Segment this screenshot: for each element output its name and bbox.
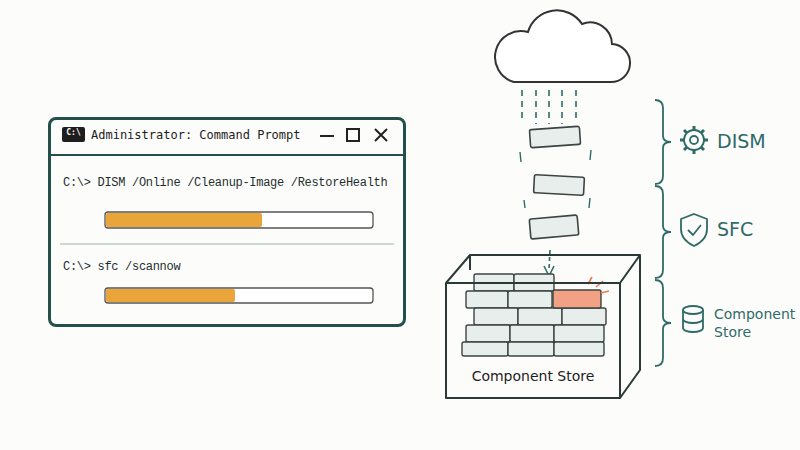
command-line: C:\> sfc /scannow bbox=[63, 260, 403, 274]
brick bbox=[554, 342, 604, 356]
command-line: C:\> DISM /Online /Cleanup-Image /Restor… bbox=[63, 176, 403, 190]
brick bbox=[529, 215, 579, 239]
separator-line bbox=[60, 243, 394, 244]
brick bbox=[508, 342, 554, 356]
download-streaks bbox=[522, 90, 576, 124]
motion-tick bbox=[524, 200, 525, 208]
shield-outline bbox=[681, 214, 707, 246]
database-body bbox=[683, 310, 703, 332]
box-outline bbox=[446, 255, 640, 398]
brick bbox=[529, 126, 580, 147]
shield-icon bbox=[681, 214, 707, 246]
brick bbox=[562, 308, 606, 325]
streak-line bbox=[535, 90, 537, 124]
icon-text: C:\ bbox=[62, 128, 85, 138]
falling-bricks bbox=[529, 126, 584, 239]
database-top bbox=[683, 306, 703, 314]
brick bbox=[554, 325, 604, 342]
title-bar-rule bbox=[51, 154, 403, 156]
progress-fill bbox=[106, 213, 262, 227]
gear-icon bbox=[680, 126, 708, 154]
brick bbox=[466, 291, 508, 308]
brick bbox=[508, 291, 552, 308]
box-label: Component Store bbox=[446, 368, 620, 385]
cloud-symbol bbox=[495, 10, 630, 82]
side-label: SFC bbox=[717, 218, 787, 242]
motion-tick bbox=[520, 152, 521, 162]
braces bbox=[655, 100, 671, 366]
database-icon bbox=[683, 306, 703, 332]
command-window: Administrator: Command PromptC:\> DISM /… bbox=[48, 117, 406, 327]
corrupt-brick bbox=[553, 290, 601, 308]
progress-track bbox=[105, 288, 373, 303]
stored-bricks bbox=[462, 274, 606, 356]
gear-teeth bbox=[680, 126, 708, 154]
store-box: Component Store bbox=[444, 252, 644, 402]
close-symbol bbox=[375, 129, 387, 141]
window-title: Administrator: Command Prompt bbox=[91, 128, 351, 142]
curly-brace bbox=[655, 280, 671, 366]
progress-track bbox=[105, 212, 373, 228]
streak-line bbox=[548, 90, 550, 124]
curly-brace bbox=[655, 100, 671, 184]
side-label: Component Store bbox=[714, 306, 786, 341]
streak-line bbox=[521, 90, 523, 122]
brick bbox=[466, 325, 510, 342]
minimize-symbol bbox=[320, 135, 334, 137]
streak-line bbox=[575, 90, 577, 122]
brick bbox=[518, 308, 562, 325]
side-label: DISM bbox=[717, 130, 787, 154]
check-mark bbox=[688, 225, 701, 235]
brick bbox=[510, 325, 554, 342]
brick bbox=[534, 175, 585, 196]
brick bbox=[462, 342, 508, 356]
brick bbox=[474, 308, 518, 325]
motion-tick bbox=[590, 150, 591, 160]
corruption-sparks bbox=[588, 277, 609, 293]
drop-arrow bbox=[549, 250, 550, 270]
gear-hub bbox=[690, 136, 698, 144]
window-icon: C:\ bbox=[62, 127, 85, 142]
motion-tick bbox=[589, 198, 590, 208]
progress-fill bbox=[106, 289, 235, 302]
curly-brace bbox=[655, 186, 671, 278]
maximize-symbol bbox=[347, 129, 359, 141]
streak-line bbox=[561, 90, 563, 124]
motion-ticks bbox=[520, 150, 591, 208]
spark-line bbox=[601, 291, 609, 293]
